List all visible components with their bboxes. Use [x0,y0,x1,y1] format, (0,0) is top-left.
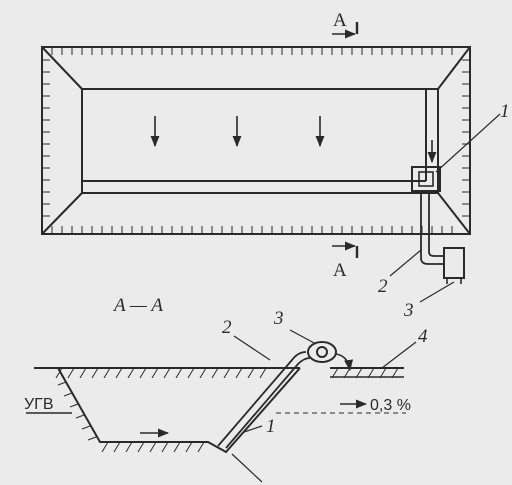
hatch-top [51,47,453,55]
sump-inner [418,171,434,187]
callout-1-bottom: 1 [266,416,276,437]
hatch-left [42,59,50,217]
leader-2-top [389,249,422,277]
pit-profile [57,367,301,454]
discharge-arrow [335,353,354,372]
hatch-left-slope [57,381,97,441]
callout-4-bottom: 4 [418,326,428,347]
pit-corner-tr [437,46,471,90]
leader-1-top [435,113,501,173]
callout-2-top: 2 [378,276,388,297]
section-title: A — A [112,295,163,316]
pit-corner-bl [41,192,83,235]
leader-3-bottom [289,329,317,345]
slope-label: 0,3 % [370,397,411,414]
leader-4-bottom [381,341,417,369]
pump-plan [443,247,465,279]
pit-corner-tl [41,46,83,90]
plan-view [41,22,501,303]
hatch-bottom [51,226,453,234]
pit-outer-edge [41,46,471,235]
callout-3-bottom: 3 [273,308,284,329]
hatch-ground [55,367,399,379]
section-mark-top: A [333,10,347,31]
leader-sump-bottom [231,453,263,483]
pit-bottom [81,88,439,194]
leader-1-bottom [243,425,263,433]
callout-1-top: 1 [500,101,510,122]
section-view [26,329,417,483]
callout-3-top: 3 [403,300,414,321]
sump-outer [411,166,441,192]
water-level-label: УГВ [24,396,54,413]
callout-2-bottom: 2 [222,317,232,338]
leader-3-top [419,281,455,303]
leader-2-bottom [233,335,271,361]
pit-corner-br [437,192,471,235]
pump-plan-base [446,278,462,284]
pump-section [307,341,337,363]
section-mark-bottom: A [333,260,347,281]
hatch-right [462,59,470,217]
suction-pipe-section [217,351,311,449]
hatch-pit-bottom [101,441,205,453]
pump-impeller [316,346,328,358]
suction-pipe-plan [420,191,444,265]
